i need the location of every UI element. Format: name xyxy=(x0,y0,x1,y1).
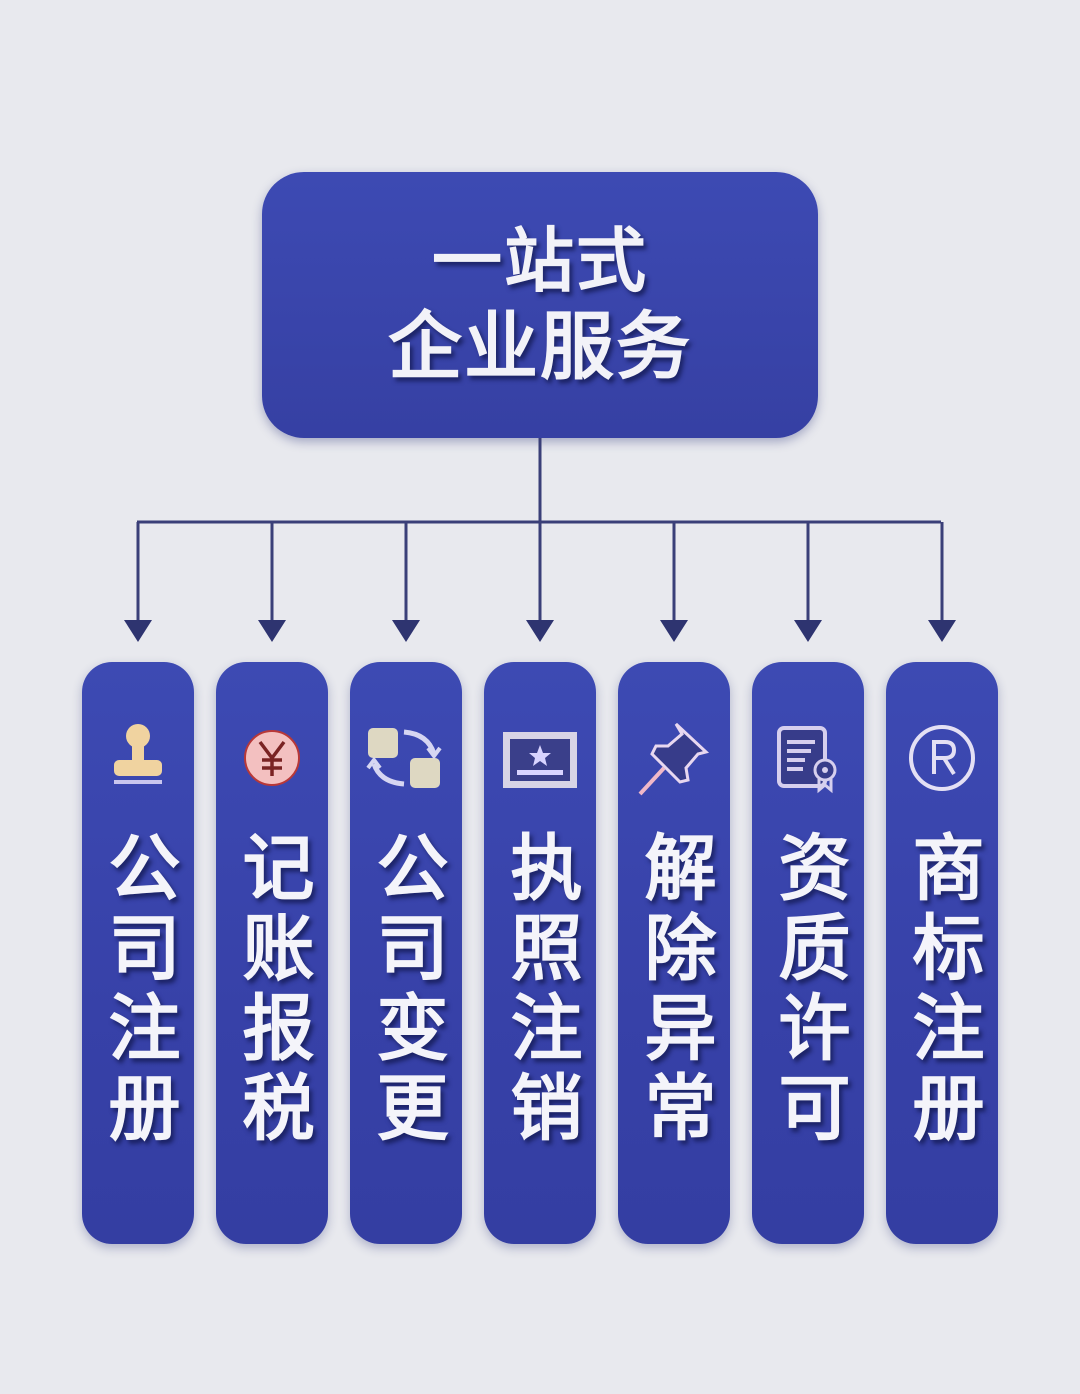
service-label: 资质许可 xyxy=(766,830,850,1150)
yen-coin-icon xyxy=(242,718,302,798)
arrowhead xyxy=(928,620,956,642)
service-label: 解除异常 xyxy=(632,830,716,1150)
title-line-1: 一站式 xyxy=(432,219,648,302)
service-card: 执照注销 xyxy=(484,662,596,1244)
arrowhead xyxy=(392,620,420,642)
service-label: 商标注册 xyxy=(900,830,984,1150)
service-label: 记账报税 xyxy=(230,830,314,1150)
service-label: 公司变更 xyxy=(364,830,448,1150)
stamp-icon xyxy=(108,718,168,798)
arrowhead xyxy=(526,620,554,642)
pushpin-icon xyxy=(638,718,710,798)
service-card: 解除异常 xyxy=(618,662,730,1244)
arrowhead xyxy=(124,620,152,642)
arrowhead xyxy=(660,620,688,642)
service-label: 公司注册 xyxy=(96,830,180,1150)
service-card: 公司变更 xyxy=(350,662,462,1244)
service-card: 资质许可 xyxy=(752,662,864,1244)
registered-trademark-icon xyxy=(909,718,975,798)
root-node: 一站式 企业服务 xyxy=(262,172,818,438)
service-label: 执照注销 xyxy=(498,830,582,1150)
service-card: 记账报税 xyxy=(216,662,328,1244)
exchange-icon xyxy=(366,718,442,798)
service-card: 商标注册 xyxy=(886,662,998,1244)
certificate-icon xyxy=(777,718,838,798)
license-icon xyxy=(503,718,577,798)
title-line-2: 企业服务 xyxy=(388,303,692,390)
arrowhead xyxy=(258,620,286,642)
service-card: 公司注册 xyxy=(82,662,194,1244)
arrowhead xyxy=(794,620,822,642)
